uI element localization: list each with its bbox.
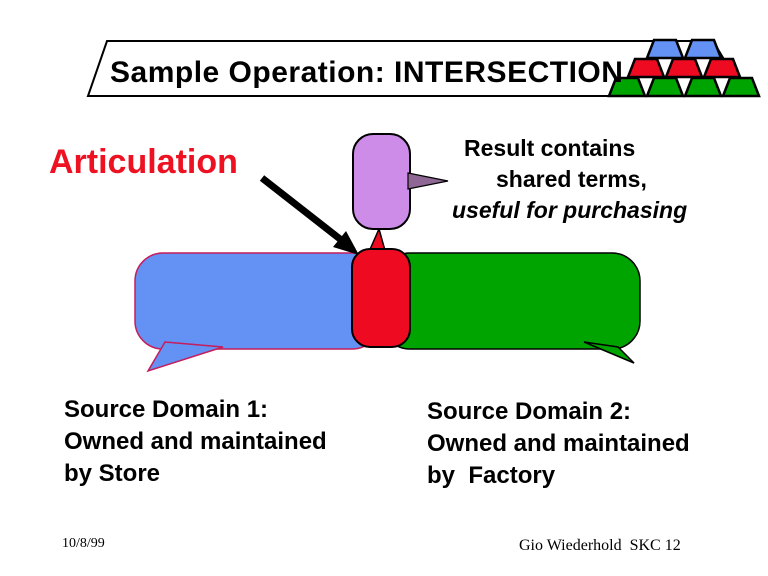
articulation-arrow-head	[333, 231, 359, 255]
articulation-arrow	[259, 175, 359, 255]
result-note: Result contains shared terms, useful for…	[452, 133, 687, 226]
result-note-line2: shared terms,	[496, 166, 647, 192]
source1-bubble	[134, 252, 381, 373]
articulation-result-body	[352, 133, 411, 230]
source2-caption-line2: Owned and maintained	[427, 430, 690, 457]
result-note-line1: Result contains	[464, 135, 636, 161]
logo-trapezoid-green	[645, 76, 685, 98]
result-note-line3: useful for purchasing	[452, 197, 688, 223]
articulation-arrow-shaft	[259, 175, 343, 242]
source1-caption-line1: Source Domain 1:	[64, 396, 269, 423]
footer-credit: Gio Wiederhold SKC 12	[519, 537, 681, 554]
source2-bubble-body	[381, 252, 641, 350]
source1-bubble-tail	[146, 341, 224, 373]
source2-bubble-tail	[583, 341, 635, 364]
logo-trapezoid-red	[626, 57, 666, 79]
logo-trapezoid-blue	[645, 38, 685, 60]
logo-trapezoid-green	[683, 76, 723, 98]
logo-trapezoid-green	[721, 76, 761, 98]
logo-trapezoid-red	[664, 57, 704, 79]
source2-caption: Source Domain 2: Owned and maintained by…	[427, 396, 690, 492]
logo-trapezoid-blue	[683, 38, 723, 60]
source1-caption-line2: Owned and maintained	[64, 428, 327, 455]
pyramid-logo	[607, 38, 761, 98]
source1-caption: Source Domain 1: Owned and maintained by…	[64, 394, 327, 490]
source2-bubble	[381, 252, 641, 364]
source1-caption-line3: by Store	[64, 460, 161, 487]
logo-trapezoid-green	[607, 76, 647, 98]
intersection-shape	[351, 226, 411, 348]
articulation-result-shape	[352, 133, 449, 230]
logo-trapezoid-red	[702, 57, 742, 79]
articulation-label: Articulation	[49, 143, 238, 181]
intersection-body	[351, 248, 411, 348]
source2-caption-line1: Source Domain 2:	[427, 398, 632, 425]
slide-title: Sample Operation: INTERSECTION	[110, 56, 624, 89]
footer-date: 10/8/99	[62, 536, 105, 551]
source1-bubble-body	[134, 252, 381, 350]
source2-caption-line3: by Factory	[427, 462, 556, 489]
result-pointer-icon	[407, 172, 449, 190]
